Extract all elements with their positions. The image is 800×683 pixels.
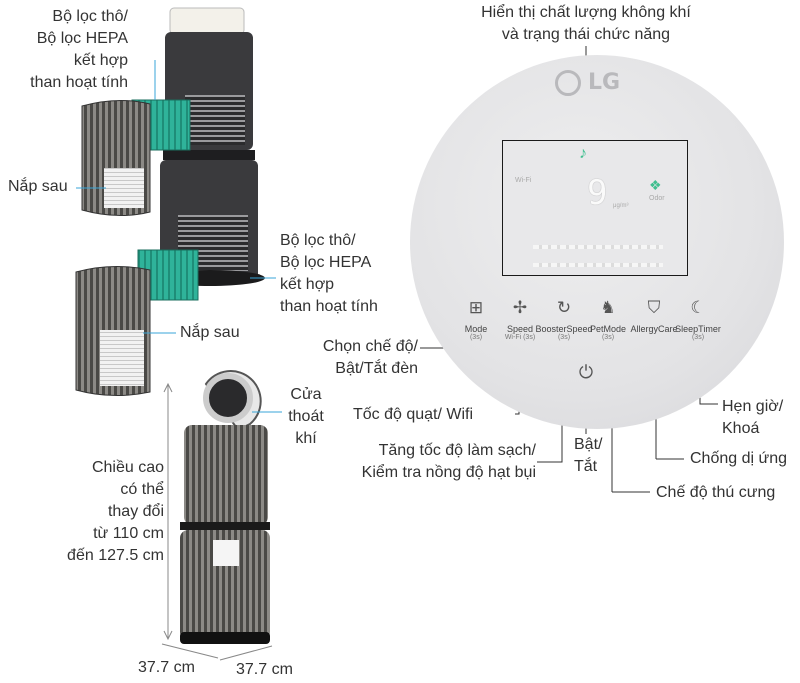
- shield-icon: ⛉: [647, 298, 661, 317]
- mode-button[interactable]: ⊞ Mode (3s): [464, 298, 488, 341]
- callout-booster: Tăng tốc độ làm sạch/ Kiểm tra nồng độ h…: [361, 442, 536, 481]
- callout-leaders-left: [76, 60, 282, 413]
- screen-dust-value: 9: [587, 173, 608, 213]
- callout-timer: Hẹn giờ/ Khoá: [722, 398, 784, 437]
- screen-wifi-label: Wi-Fi: [515, 177, 532, 184]
- callout-height: Chiều cao có thể thay đổi từ 110 cm đến …: [67, 459, 164, 564]
- grid-icon: ⊞: [468, 298, 484, 317]
- booster-icon: ↻: [556, 298, 572, 317]
- callout-filter-top: Bộ lọc thô/ Bộ lọc HEPA kết hợp than hoạ…: [30, 8, 128, 91]
- booster-speed-button[interactable]: ↻ BoosterSpeed (3s): [535, 298, 593, 341]
- screen-unit: μg/m³: [613, 203, 629, 209]
- odor-icon: ❖: [649, 177, 662, 193]
- fan-icon: ✢: [512, 298, 528, 317]
- dimension-lines: [161, 382, 273, 661]
- callout-pet: Chế độ thú cưng: [656, 484, 776, 501]
- callout-mode: Chọn chế độ/ Bật/Tắt đèn: [322, 338, 418, 377]
- callout-filter-bottom: Bộ lọc thô/ Bộ lọc HEPA kết hợp than hoạ…: [280, 232, 378, 315]
- level-bar-lower: [533, 263, 663, 267]
- sleep-timer-icon: ☾: [690, 298, 706, 317]
- notification-bell-icon: ♪: [579, 145, 587, 162]
- assembled-tower: [180, 370, 270, 644]
- filter-assembly-top: [81, 99, 191, 217]
- callout-cover-top: Nắp sau: [8, 178, 68, 195]
- callout-display: Hiển thị chất lượng không khí và trạng t…: [481, 4, 691, 43]
- lg-logo-icon: [555, 70, 581, 96]
- callout-cover-bottom: Nắp sau: [180, 324, 240, 341]
- pet-mode-button[interactable]: ♞ PetMode (3s): [589, 298, 627, 341]
- display-screen: ♪ Wi-Fi 9 μg/m³ ❖ Odor: [502, 140, 688, 276]
- sleep-timer-button[interactable]: ☾ SleepTimer (3s): [675, 298, 721, 341]
- screen-odor-label: Odor: [649, 195, 665, 202]
- callout-air-outlet: Cửa thoát khí: [288, 386, 324, 447]
- callout-speed: Tốc độ quạt/ Wifi: [353, 406, 474, 423]
- width-dimension-left: 37.7 cm: [138, 659, 195, 676]
- filter-assembly-bottom: [75, 249, 199, 397]
- power-icon: ⏻: [578, 362, 594, 382]
- power-button[interactable]: ⏻: [574, 360, 598, 384]
- level-bar-upper: [533, 245, 663, 249]
- pet-icon: ♞: [600, 298, 616, 317]
- allergy-care-button[interactable]: ⛉ AllergyCare: [630, 298, 678, 334]
- width-dimension-right: 37.7 cm: [236, 661, 293, 678]
- callout-power: Bật/ Tắt: [574, 436, 603, 475]
- speed-button[interactable]: ✢ Speed Wi-Fi (3s): [504, 298, 536, 341]
- brand-logo: LG: [588, 70, 621, 95]
- callout-allergy: Chống dị ứng: [690, 450, 787, 467]
